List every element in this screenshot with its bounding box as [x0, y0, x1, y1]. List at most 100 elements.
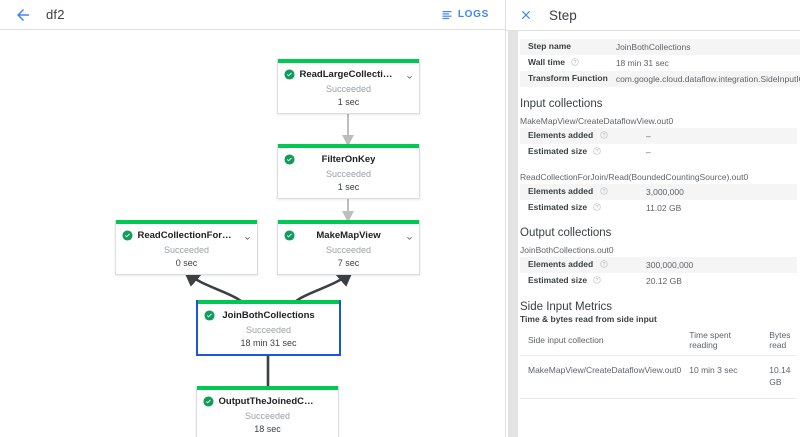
node-status: Succeeded: [325, 169, 372, 179]
logs-label: LOGS: [457, 9, 489, 20]
node-time: 1 sec: [337, 97, 360, 107]
help-circle-icon[interactable]: [593, 147, 602, 155]
check-circle-icon: [284, 152, 295, 170]
top-app-bar: df2 LOGS: [0, 0, 505, 30]
help-circle-icon[interactable]: [571, 58, 580, 66]
row-value: com.google.cloud.dataflow.integration.Si…: [615, 74, 800, 84]
check-circle-icon: [284, 67, 295, 85]
table-row: Estimated size 20.12 GB: [520, 273, 797, 289]
row-key: Step name: [528, 41, 571, 51]
node-status: Succeeded: [244, 411, 291, 421]
column-header: Time spent reading: [681, 326, 762, 356]
close-icon[interactable]: [517, 6, 535, 24]
node-status-bar: [278, 59, 419, 63]
node-status: Succeeded: [245, 325, 292, 335]
table-row: Step name JoinBothCollections: [520, 39, 800, 55]
node-title: FilterOnKey: [321, 154, 376, 165]
help-circle-icon[interactable]: [593, 203, 602, 211]
row-value: –: [646, 131, 651, 141]
table-row: Elements added 300,000,000: [520, 257, 797, 273]
row-key: Transform Function: [528, 73, 608, 83]
column-header: Side input collection: [520, 326, 682, 356]
graph-node-filter-on-key[interactable]: FilterOnKey Succeeded 1 sec: [277, 144, 420, 199]
graph-node-make-map-view[interactable]: MakeMapView Succeeded 7 sec: [277, 220, 420, 275]
cell-time-spent-reading: 10 min 3 sec: [681, 355, 762, 399]
node-status: Succeeded: [325, 245, 372, 255]
row-key-label: Elements added: [528, 259, 594, 269]
table-row: Elements added 3,000,000: [520, 184, 797, 200]
row-key: Elements added: [520, 257, 638, 273]
node-status-bar: [116, 220, 257, 224]
table-row: Estimated size 11.02 GB: [520, 200, 797, 216]
input-collection-0-table: Elements added – Estimated size –: [520, 128, 797, 160]
column-header: Bytes read: [761, 326, 797, 356]
help-circle-icon[interactable]: [599, 131, 608, 139]
row-key-label: Estimated size: [528, 202, 588, 212]
job-graph-pane: df2 LOGS: [0, 0, 505, 437]
help-circle-icon[interactable]: [599, 187, 608, 195]
node-title: MakeMapView: [316, 230, 381, 241]
row-value: 3,000,000: [646, 187, 684, 197]
graph-canvas[interactable]: ReadLargeCollectionFr... Succeeded 1 sec…: [0, 31, 505, 437]
node-title: ReadCollectionForJoin: [137, 230, 236, 241]
panel-scrollbar[interactable]: [508, 31, 518, 437]
check-circle-icon: [122, 228, 133, 246]
row-value: –: [646, 147, 651, 157]
node-status: Succeeded: [325, 84, 372, 94]
node-status-bar: [198, 300, 339, 304]
graph-node-read-collection-for-join[interactable]: ReadCollectionForJoin Succeeded 0 sec: [115, 220, 258, 275]
cell-side-input-collection: MakeMapView/CreateDataflowView.out0: [520, 355, 682, 399]
node-status-bar: [278, 220, 419, 224]
logs-button[interactable]: LOGS: [441, 9, 489, 21]
row-key: Wall time: [520, 55, 608, 71]
node-title: ReadLargeCollectionFr...: [299, 69, 398, 80]
row-key-label: Elements added: [528, 130, 594, 140]
check-circle-icon: [204, 308, 215, 326]
help-circle-icon[interactable]: [593, 276, 602, 284]
row-key-label: Estimated size: [528, 146, 588, 156]
row-key: Estimated size: [520, 200, 638, 216]
node-time: 18 min 31 sec: [240, 338, 297, 348]
graph-node-output-the-joined-collection[interactable]: OutputTheJoinedCollec... Succeeded 18 se…: [196, 386, 339, 437]
collection-name: JoinBothCollections.out0: [520, 245, 614, 255]
node-status: Succeeded: [163, 245, 210, 255]
graph-node-read-large-collection[interactable]: ReadLargeCollectionFr... Succeeded 1 sec: [277, 59, 420, 114]
input-collection-1-table: Elements added 3,000,000 Estimated size …: [520, 184, 797, 216]
node-title: JoinBothCollections: [222, 310, 315, 321]
node-status-bar: [278, 144, 419, 148]
node-time: 1 sec: [337, 182, 360, 192]
chevron-down-icon[interactable]: [405, 69, 414, 87]
table-row: Elements added –: [520, 128, 797, 144]
job-name: df2: [46, 7, 65, 22]
node-time: 0 sec: [175, 258, 198, 268]
step-panel-body: Step name JoinBothCollections Wall time …: [520, 31, 800, 437]
row-key-label: Wall time: [528, 57, 565, 67]
step-panel-title: Step: [549, 7, 577, 23]
row-key: Elements added: [520, 128, 638, 144]
row-value: 300,000,000: [646, 260, 694, 270]
graph-node-join-both-collections[interactable]: JoinBothCollections Succeeded 18 min 31 …: [196, 300, 341, 356]
help-circle-icon[interactable]: [599, 260, 608, 268]
output-collections-heading: Output collections: [520, 227, 612, 239]
table-header-row: Side input collection Time spent reading…: [520, 326, 797, 356]
collection-name: MakeMapView/CreateDataflowView.out0: [520, 116, 674, 126]
step-details-panel: Step Step name JoinBothCollections Wall …: [505, 0, 800, 437]
logs-list-icon: [442, 10, 452, 19]
chevron-down-icon[interactable]: [405, 230, 414, 248]
node-status-bar: [197, 386, 338, 390]
row-value: 20.12 GB: [646, 276, 682, 286]
row-key-label: Elements added: [528, 186, 594, 196]
back-arrow-icon[interactable]: [10, 2, 36, 28]
check-circle-icon: [284, 228, 295, 246]
output-collection-0-table: Elements added 300,000,000 Estimated siz…: [520, 257, 797, 289]
chevron-down-icon[interactable]: [243, 230, 252, 248]
row-key-label: Estimated size: [528, 275, 588, 285]
table-row: Wall time 18 min 31 sec: [520, 55, 800, 71]
side-input-metrics-subheading: Time & bytes read from side input: [520, 314, 657, 324]
row-key: Elements added: [520, 184, 638, 200]
row-value: 11.02 GB: [646, 203, 682, 213]
step-panel-header: Step: [506, 0, 800, 31]
node-time: 18 sec: [254, 424, 281, 434]
table-row: Transform Function com.google.cloud.data…: [520, 71, 800, 87]
